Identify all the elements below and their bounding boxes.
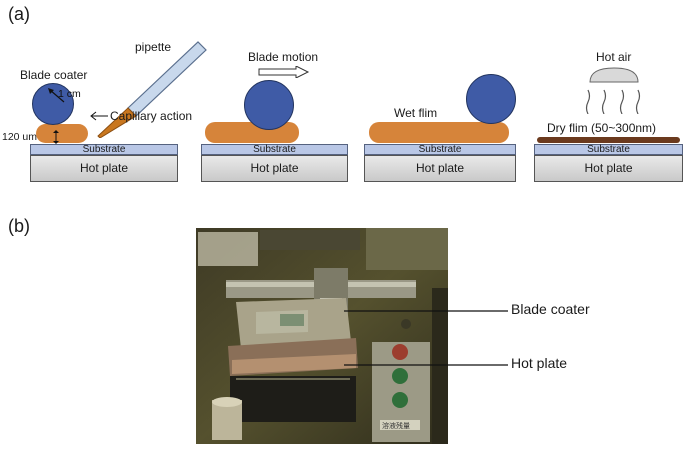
gap-arrow-icon <box>53 130 59 144</box>
dry-film <box>537 137 680 143</box>
panel-b-label: (b) <box>8 216 30 236</box>
blade-motion-label: Blade motion <box>248 50 319 64</box>
blade-coater-label: Blade coater <box>20 68 88 82</box>
solution-drop <box>36 124 88 143</box>
callout-lines <box>344 310 508 366</box>
substrate-4: Substrate <box>534 144 683 155</box>
blade-roller-2 <box>244 80 294 130</box>
hot-plate-4: Hot plate <box>534 155 683 182</box>
control-box-label: 溶液残量 <box>382 421 410 430</box>
callout-hot-plate: Hot plate <box>511 355 568 371</box>
capillary-arrow-icon <box>90 111 108 121</box>
pipette-label: pipette <box>135 40 172 54</box>
radius-arrow-icon <box>48 88 65 103</box>
substrate-3: Substrate <box>364 144 516 155</box>
panel-a-label: (a) <box>8 4 30 24</box>
dry-film-label: Dry flim (50~300nm) <box>547 121 657 135</box>
hot-plate-2: Hot plate <box>201 155 348 182</box>
capillary-label: Capillary action <box>110 109 193 123</box>
wet-film <box>369 122 509 143</box>
pipette-icon <box>97 41 207 138</box>
wet-film-label: Wet flim <box>394 106 438 120</box>
callout-blade-coater: Blade coater <box>511 301 590 317</box>
substrate-2: Substrate <box>201 144 348 155</box>
solution-film-2 <box>205 122 299 143</box>
hot-plate-1: Hot plate <box>30 155 178 182</box>
radius-label: 1 cm <box>58 88 81 100</box>
setup-photo: 溶液残量 <box>196 228 448 444</box>
substrate-1: Substrate <box>30 144 178 155</box>
blade-roller-3 <box>466 74 516 124</box>
hot-plate-3: Hot plate <box>364 155 516 182</box>
hot-air-label: Hot air <box>596 50 632 64</box>
gap-label: 120 um <box>2 131 38 143</box>
hot-air-dryer-icon <box>585 67 641 114</box>
motion-arrow-icon <box>258 66 310 78</box>
